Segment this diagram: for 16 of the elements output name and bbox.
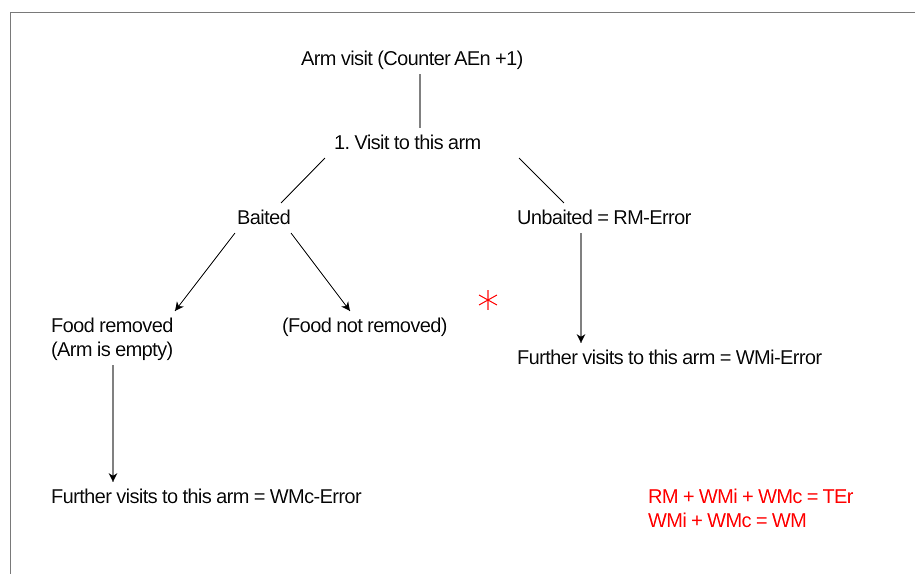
node-text: Baited bbox=[235, 203, 292, 233]
formula-text: RM + WMi + WMc = TEr bbox=[648, 485, 853, 509]
node-text: Unbaited = RM-Error bbox=[515, 203, 693, 233]
node-text: (Food not removed) bbox=[280, 311, 449, 341]
node-text: Further visits to this arm = WMi-Error bbox=[515, 343, 824, 373]
node-text: 1. Visit to this arm bbox=[332, 128, 483, 158]
node-text: Food removed (Arm is empty) bbox=[49, 311, 203, 365]
arrow bbox=[108, 364, 118, 482]
formula-text: WMi + WMc = WM bbox=[648, 509, 806, 533]
arrow bbox=[576, 232, 586, 344]
connector-line bbox=[280, 158, 326, 204]
connector-line bbox=[518, 158, 564, 204]
arrow bbox=[290, 232, 350, 312]
node-text: Arm visit (Counter AEn +1) bbox=[299, 44, 525, 74]
node-text: Further visits to this arm = WMc-Error bbox=[49, 482, 364, 512]
arrow bbox=[174, 232, 236, 312]
